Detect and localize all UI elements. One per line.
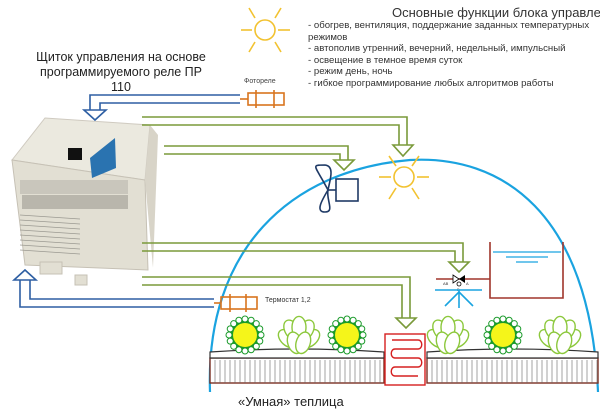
heater-icon <box>384 333 426 386</box>
flower-plant <box>327 315 367 355</box>
fan-icon <box>315 164 359 213</box>
functions-title: Основные функции блока управления: <box>392 5 600 20</box>
controller-label-plate <box>90 138 116 178</box>
function-item: - режим день, ночь <box>308 66 393 78</box>
functions-list: - обогрев, вентиляция, поддержание задан… <box>308 20 600 90</box>
thermostat-label: Термостат 1,2 <box>265 297 311 304</box>
thermostat-icon <box>214 294 258 312</box>
controller-vents <box>19 214 81 255</box>
output-heater-line <box>142 276 418 330</box>
water-tank <box>489 242 564 299</box>
function-item: - освещение в темное время суток <box>308 54 463 66</box>
leafy-plant <box>426 315 470 355</box>
plants <box>225 315 582 355</box>
flower-plant <box>225 315 265 355</box>
function-item: - обогрев, вентиляция, поддержание задан… <box>308 20 590 43</box>
leafy-plant <box>538 315 582 355</box>
valve-port-a: A <box>466 281 469 286</box>
controller-device <box>11 117 158 286</box>
soil-bed-right <box>426 348 599 384</box>
output-valve-line <box>142 242 471 274</box>
panel-title-line1: Щиток управления на основе <box>36 50 206 64</box>
leafy-plant <box>277 315 321 355</box>
panel-title: Щиток управления на основе программируем… <box>36 50 206 95</box>
flower-plant <box>483 315 523 355</box>
sprinkler-icon <box>435 289 482 308</box>
panel-title-line2: программируемого реле ПР 110 <box>40 65 202 94</box>
photo-relay-label: Фотореле <box>244 78 276 85</box>
soil-bed-left <box>209 348 385 384</box>
sun-icon <box>241 7 290 53</box>
controller-display <box>68 148 82 160</box>
greenhouse-arc <box>208 158 600 393</box>
lamp-sun-icon <box>379 155 429 200</box>
thermostat-input-line <box>11 268 214 308</box>
valve-port-ab: AB <box>443 281 449 286</box>
output-lamp-line <box>142 116 415 158</box>
controller-terminals <box>20 180 128 209</box>
valve-icon: AB A B <box>443 274 469 292</box>
greenhouse-title: «Умная» теплица <box>238 394 344 409</box>
photo-relay-icon <box>240 90 285 108</box>
output-fan-line <box>164 145 356 172</box>
function-item: - гибкое программирование любых алгоритм… <box>308 77 554 89</box>
photo-relay-input-line <box>81 94 240 122</box>
soil-bed <box>209 348 599 384</box>
function-item: - автополив утренний, вечерний, недельны… <box>308 43 566 55</box>
